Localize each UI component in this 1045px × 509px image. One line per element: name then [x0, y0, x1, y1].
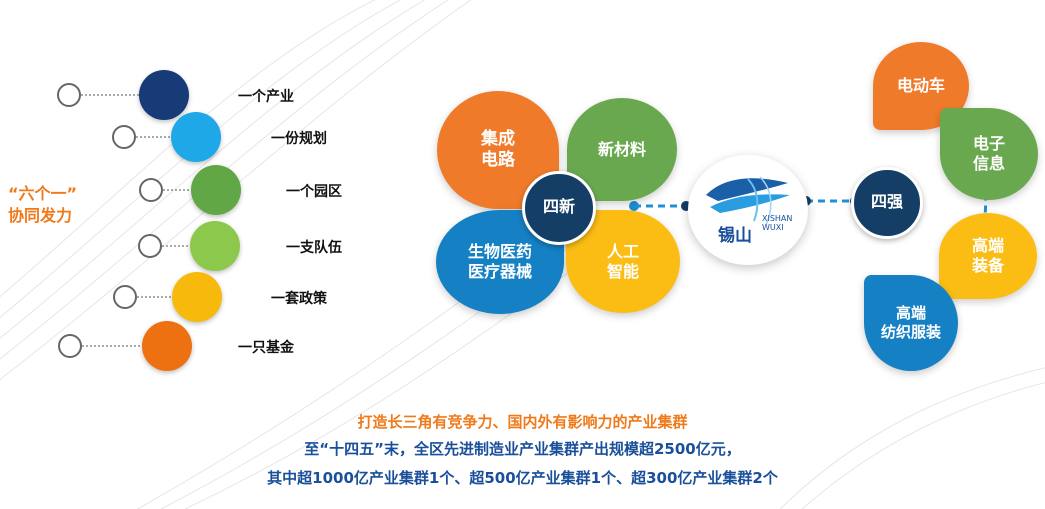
- four-strong-drop: [939, 213, 1037, 299]
- six-ones-arc-node: [139, 178, 163, 202]
- four-strong-label-line: 装备: [971, 256, 1004, 275]
- summary-line-3: 其中超1000亿产业集群1个、超500亿产业集群1个、超300亿产业集群2个: [267, 469, 778, 487]
- four-strong-label-line: 纺织服装: [880, 323, 941, 341]
- four-new-center-label: 四新: [542, 197, 575, 216]
- six-ones-circle: [172, 272, 222, 322]
- logo-english-text: XISHAN WUXI: [762, 214, 793, 233]
- four-strong-label: 高端装备: [939, 236, 1037, 276]
- four-new-petal-label: 集成电路: [437, 129, 559, 172]
- four-new-petal-line: 生物医药: [467, 242, 532, 261]
- four-strong-label: 高端纺织服装: [864, 304, 958, 342]
- four-strong-label-line: 电子: [972, 134, 1005, 153]
- six-ones-label: 一份规划: [271, 131, 327, 147]
- motto-line-2: 协同发力: [8, 205, 73, 225]
- four-new-petal-line: 电路: [481, 150, 515, 170]
- four-new-center: [522, 171, 596, 245]
- six-ones-arc-node: [112, 125, 136, 149]
- six-ones-arc-node: [113, 285, 137, 309]
- six-ones-dots: [57, 83, 216, 358]
- four-strong-center: [851, 167, 923, 239]
- four-new-petal-line: 新材料: [597, 139, 646, 159]
- wave-emblem-icon: [706, 176, 790, 226]
- four-new-petal-line: 医疗器械: [467, 262, 532, 281]
- six-ones-label: 一套政策: [271, 291, 327, 307]
- four-new-petal-line: 智能: [606, 261, 639, 281]
- four-new-petal-line: 人工: [606, 241, 639, 261]
- logo-chinese-text: 锡山: [718, 226, 752, 246]
- six-ones-label: 一只基金: [238, 340, 294, 356]
- four-strong-drop: [864, 275, 958, 371]
- motto-line-1: “六个一”: [8, 184, 78, 203]
- summary-line-2: 至“十四五”末，全区先进制造业产业集群产出规模超2500亿元，: [304, 440, 741, 458]
- four-strong-label-line: 信息: [972, 154, 1005, 173]
- four-strong-drop: [940, 108, 1038, 200]
- six-ones-label: 一个园区: [286, 184, 342, 200]
- four-strong-label-line: 高端: [971, 236, 1004, 255]
- four-new-petal-label: 生物医药医疗器械: [436, 242, 564, 282]
- six-ones-circle: [191, 165, 241, 215]
- four-strong-label: 电子信息: [940, 134, 1038, 174]
- four-new-petal-label: 人工智能: [566, 242, 680, 282]
- six-ones-arc-node: [58, 334, 82, 358]
- six-ones-label: 一个产业: [238, 89, 294, 105]
- six-ones-arc-node: [138, 234, 162, 258]
- six-ones-circle: [139, 70, 189, 120]
- motto-text: “六个一” 协同发力: [8, 183, 77, 226]
- four-new-petal-line: 集成: [481, 128, 515, 149]
- six-ones-arc-node: [57, 83, 81, 107]
- four-strong-label: 电动车: [873, 76, 969, 96]
- four-strong-label-line: 高端: [895, 304, 926, 323]
- six-ones-circle: [190, 221, 240, 271]
- six-ones-label: 一支队伍: [286, 240, 342, 256]
- six-ones-circle: [171, 112, 221, 162]
- summary-line-1: 打造长三角有竞争力、国内外有影响力的产业集群: [357, 413, 688, 431]
- six-ones-circle: [142, 321, 192, 371]
- four-strong-center-label: 四强: [870, 192, 903, 211]
- logo-english-line-2: WUXI: [762, 222, 784, 232]
- four-strong-label-line: 电动车: [896, 76, 945, 95]
- four-new-petal-label: 新材料: [567, 140, 677, 160]
- logo-english-line-1: XISHAN: [762, 214, 793, 223]
- xishan-logo: 锡山 XISHAN WUXI: [688, 155, 808, 265]
